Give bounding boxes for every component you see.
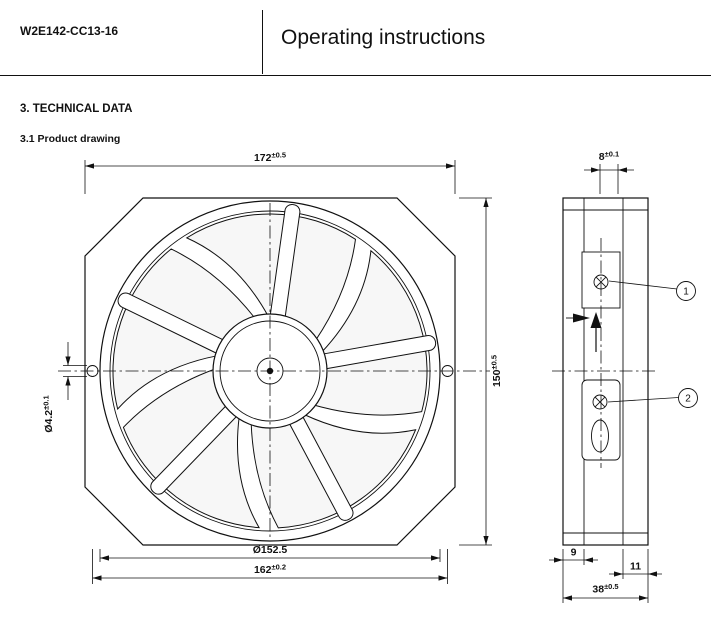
airflow-arrow-icon (590, 312, 602, 328)
dim-label-total-depth: 38±0.5 (592, 582, 618, 596)
dim-hole-pitch: 162±0.2 (92, 549, 448, 584)
dim-label-circle-diameter: Ø152.5 (253, 544, 288, 556)
dim-flange-height: 150±0.5 (459, 197, 504, 546)
dim-label-hole-diameter: Ø4.2±0.1 (42, 395, 56, 432)
dim-label-hole-pitch: 162±0.2 (254, 563, 286, 577)
front-view (58, 183, 490, 562)
callout-1-number: 1 (683, 287, 689, 298)
side-view: 1 2 (552, 197, 698, 546)
dim-label-flange-thickness: 9 (571, 547, 577, 559)
dim-mounting-hole-diameter: Ø4.2±0.1 (42, 342, 87, 433)
callout-2-balloon (678, 388, 698, 408)
dim-label-flange-height: 150±0.5 (490, 355, 504, 387)
housing-circle (99, 200, 441, 542)
section-heading: 3. TECHNICAL DATA (20, 103, 133, 115)
subsection-heading: 3.1 Product drawing (20, 133, 121, 145)
capacitor (591, 419, 609, 453)
dim-impeller-circle-diameter: Ø152.5 (99, 544, 441, 562)
product-code: W2E142-CC13-16 (20, 24, 119, 38)
dim-terminal-offset: 11 (609, 549, 662, 603)
header-divider (262, 10, 264, 74)
fixing-screw-icon (592, 394, 608, 410)
side-profile (562, 197, 649, 546)
dim-strut-depth: 8±0.1 (584, 150, 634, 194)
dim-flange-width: 172±0.5 (84, 151, 456, 194)
flange-outline (84, 197, 456, 546)
callout-2-number: 2 (685, 394, 691, 405)
direction-arrow-icon (573, 313, 590, 323)
dim-total-depth: 38±0.5 (563, 582, 648, 601)
dim-label-strut-depth: 8±0.1 (599, 150, 619, 164)
dim-label-terminal-offset: 11 (630, 561, 641, 573)
header-rule (0, 75, 711, 77)
callout-1: 1 (608, 280, 696, 301)
callout-1-balloon (676, 281, 696, 301)
dim-label-flange-width: 172±0.5 (254, 151, 286, 165)
page-title: Operating instructions (281, 26, 486, 49)
dim-flange-thickness: 9 (549, 547, 598, 603)
callout-2: 2 (607, 388, 698, 408)
